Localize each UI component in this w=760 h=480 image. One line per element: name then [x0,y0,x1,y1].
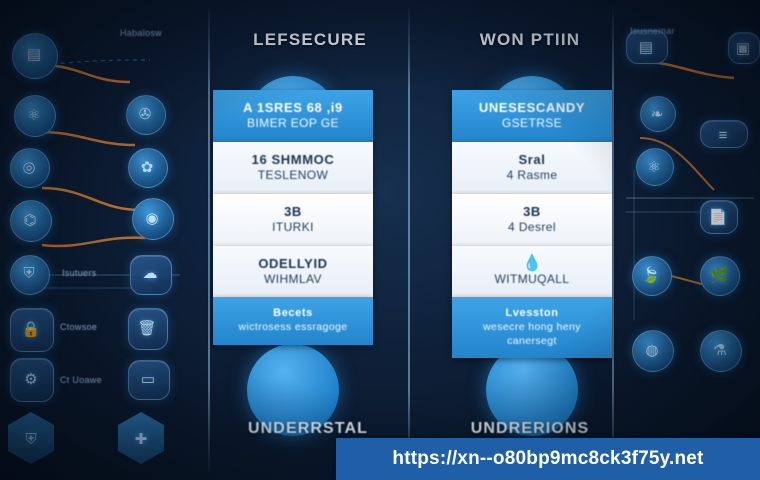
column-heading-leftsecure: LEFSECURE [253,30,367,49]
divider-left [208,8,210,472]
card-right-3-line1: WITMUQALL [494,271,570,286]
swirl-glyph: ❧ [650,106,664,123]
divider-middle [408,8,410,472]
card-right-3[interactable]: 💧 WITMUQALL [452,245,612,298]
atom-glyph: ⚛ [647,159,661,176]
card-right-4-line2: wesecre hong heny canersegt [483,320,581,347]
lock-glyph: 🔒 [21,321,41,338]
card-left-2-line2: ITURKI [272,219,314,234]
card-right-4[interactable]: Lvesston wesecre hong heny canersegt [452,297,612,359]
chip-glyph: ⌬ [23,212,37,229]
card-left-4-line2: wictrosess essragoge [238,321,348,334]
trash-glyph: 🗑 [137,320,157,337]
card-right-0[interactable]: UNESESCANDY GSETRSE [452,90,612,142]
card-left-0[interactable]: A 1SRES 68 ,i9 BIMER EOP GE [213,90,373,142]
database-glyph: ◉ [145,210,159,227]
card-right-1[interactable]: Sral 4 Rasme [452,141,612,194]
monitor-glyph: ▣ [735,40,751,57]
card-right-2-line2: 4 Desrel [508,219,556,234]
terminal-window-glyph: ▤ [638,39,654,56]
server-rack-glyph: ▤ [26,46,42,63]
card-left-3[interactable]: ODELLYID WIHMLAV [213,245,373,298]
watermark-url: https://xn--o80bp9mc8ck3f75y.net [392,448,704,469]
column-footer-underrstal: UNDERRSTAL [247,420,369,437]
stack-left: A 1SRES 68 ,i9 BIMER EOP GE 16 SHMMOC TE… [213,76,373,436]
circuit-glyph: ⚙ [24,371,38,388]
card-left-3-line2: WIHMLAV [264,271,322,286]
cloud-glyph: ✿ [140,159,154,176]
left-label-3: Ct Uoawe [60,375,102,385]
card-right-0-line1: UNESESCANDY [478,100,586,115]
card-right-1-line2: 4 Rasme [506,168,558,183]
hexagon-node-glyph: ✚ [134,431,148,448]
left-label-2: Ctowsoe [60,322,98,332]
brain-glyph: ◍ [645,342,659,359]
watermark-bar: https://xn--o80bp9mc8ck3f75y.net [336,438,760,480]
document-glyph: 📄 [708,209,728,226]
card-left-2[interactable]: 3B ITURKI [213,193,373,246]
card-right-1-line1: Sral [518,151,546,167]
network-node-glyph: ⚛ [27,107,41,124]
hexagon-shield-glyph: ⛨ [25,431,37,448]
card-left-4-line1: Becets [273,307,313,320]
card-left-2-line1: 3B [284,203,302,219]
card-left-4[interactable]: Becets wictrosess essragoge [213,297,373,345]
card-left-1[interactable]: 16 SHMMOC TESLENOW [213,141,373,194]
server-stack-glyph: ≡ [718,127,728,144]
column-footer-undrerions: UNDRERIONS [470,420,590,437]
card-left-3-line1: ODELLYID [258,255,328,271]
card-right-2[interactable]: 3B 4 Desrel [452,193,612,246]
column-heading-wonptiin: WON PTIIN [479,30,581,49]
gear-glyph: ✇ [138,106,152,123]
card-right-2-line1: 3B [523,203,541,219]
shield-glyph: ⛨ [23,265,35,282]
card-left-0-line1: A 1SRES 68 ,i9 [243,100,343,115]
leaf-glyph: 🍃 [641,267,661,284]
globe-glyph: ◎ [22,159,36,176]
card-right-0-line2: GSETRSE [501,116,563,131]
left-label-0: Habalosw [120,28,162,38]
left-label-1: Isutuers [62,268,97,278]
cloud-upload-glyph: ☁ [142,265,158,282]
card-left-0-line2: BIMER EOP GE [247,116,339,131]
card-right-4-line1: Lvesston [505,307,559,320]
right-label-0: Isusnemar [630,26,675,36]
divider-right [612,8,614,472]
flask-glyph: ⚗ [713,342,727,359]
stack-right: UNESESCANDY GSETRSE Sral 4 Rasme 3B 4 De… [452,76,612,436]
card-left-1-line1: 16 SHMMOC [251,151,335,167]
printer-glyph: ▭ [140,371,156,388]
tree-glyph: 🌿 [709,267,729,284]
card-left-1-line2: TESLENOW [257,168,329,183]
right-connector-wires [626,60,754,320]
water-drop-icon: 💧 [522,254,542,272]
